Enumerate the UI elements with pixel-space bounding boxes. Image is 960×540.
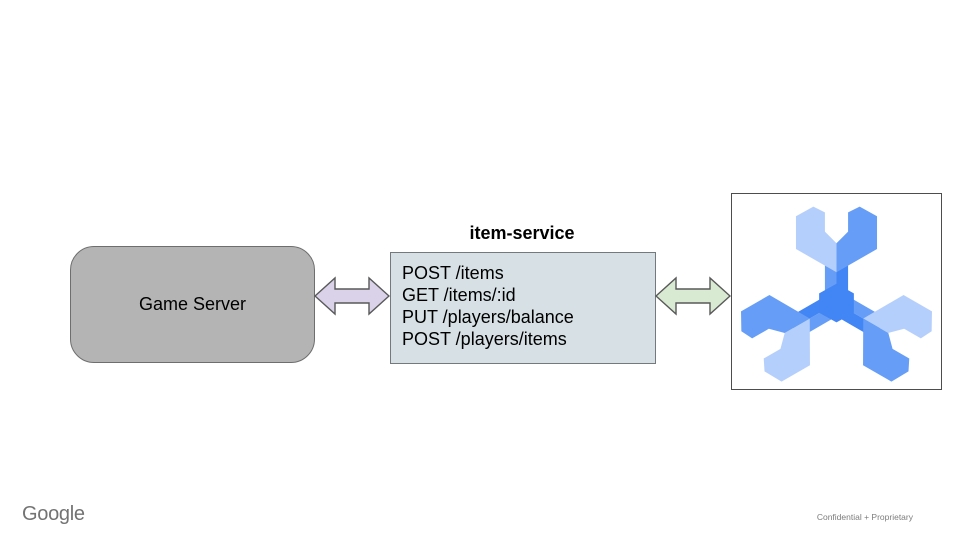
item-service-title: item-service <box>469 223 575 243</box>
game-server-label: Game Server <box>138 294 247 314</box>
item-service-shape: POST /items GET /items/:id PUT /players/… <box>390 252 656 364</box>
confidential-label: Confidential + Proprietary <box>816 512 913 522</box>
double-arrow-left <box>314 276 390 316</box>
double-arrow-right <box>655 276 731 316</box>
endpoint-line: PUT /players/balance <box>402 307 574 327</box>
double-arrow-left-shape <box>314 276 390 316</box>
cloud-spanner-icon <box>740 206 933 387</box>
double-arrow-right-shape <box>655 276 731 316</box>
endpoint-line: POST /players/items <box>402 329 567 349</box>
endpoint-line: POST /items <box>402 263 504 283</box>
spanner-image-frame <box>731 193 942 390</box>
endpoint-line: GET /items/:id <box>402 285 516 305</box>
spanner-center-core <box>819 283 854 323</box>
game-server-shape: Game Server <box>70 246 315 363</box>
google-logo: Google <box>22 503 85 525</box>
